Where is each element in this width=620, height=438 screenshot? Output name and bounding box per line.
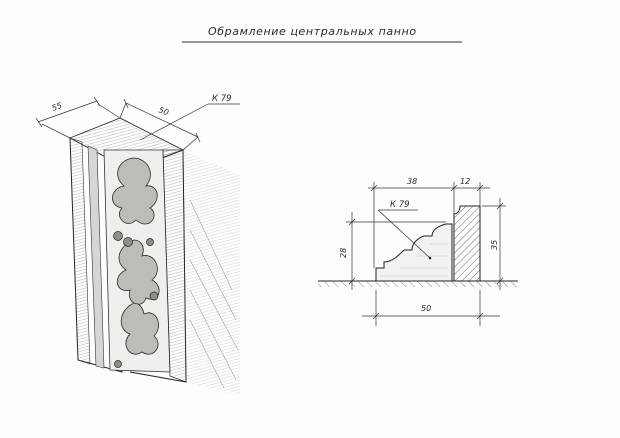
cast-shadow bbox=[182, 150, 240, 395]
hatched-board bbox=[453, 205, 481, 282]
dim-bottom-label: 50 bbox=[421, 304, 431, 313]
page-title: Обрамление центральных панно bbox=[208, 25, 417, 38]
left-flute bbox=[69, 137, 91, 365]
section-leader-dot bbox=[428, 256, 432, 260]
profile-k79 bbox=[375, 223, 453, 282]
dim-left-height-label: 28 bbox=[339, 248, 348, 258]
section-profile-code: К 79 bbox=[390, 200, 410, 210]
dim-depth-label: 55 bbox=[51, 101, 64, 113]
dim-top-left-label: 38 bbox=[407, 177, 417, 186]
dim-width-label: 50 bbox=[157, 105, 170, 117]
shading-strokes bbox=[189, 199, 239, 389]
ground-hatch bbox=[318, 281, 518, 287]
profile-code-label: К 79 bbox=[212, 94, 232, 104]
acanthus-ornament bbox=[112, 157, 160, 355]
dimension-depth bbox=[35, 96, 121, 139]
dimension-width bbox=[119, 98, 201, 151]
dimension-left bbox=[346, 212, 446, 290]
dim-right-height-label: 35 bbox=[490, 240, 499, 250]
dim-top-right-label: 12 bbox=[460, 177, 470, 186]
dimension-right bbox=[482, 198, 506, 290]
right-moulding bbox=[162, 149, 187, 383]
cross-section bbox=[318, 205, 518, 287]
pearl-beads bbox=[113, 231, 159, 368]
inner-flute bbox=[87, 145, 105, 369]
dimension-bottom bbox=[362, 290, 500, 326]
profile-shading bbox=[380, 243, 448, 277]
perspective-moulding bbox=[68, 117, 240, 395]
profile-leader bbox=[139, 103, 209, 141]
section-leader bbox=[377, 209, 431, 259]
dimension-top bbox=[368, 182, 490, 268]
